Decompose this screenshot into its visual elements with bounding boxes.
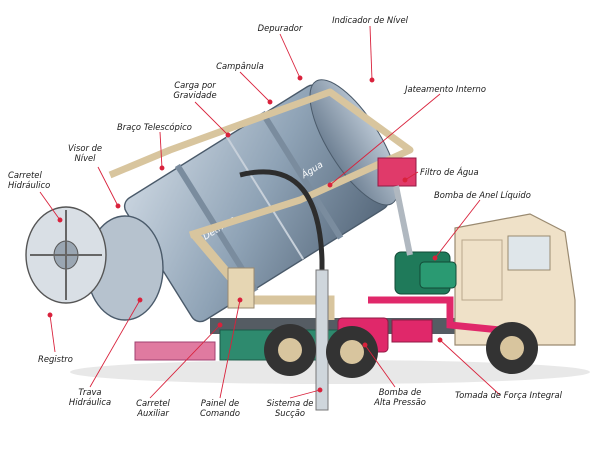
label-registro: Registro bbox=[38, 354, 73, 364]
label-carretel-hidraulico: Carretel Hidráulico bbox=[8, 170, 51, 190]
label-trava-hidraulica: Trava Hidráulica bbox=[68, 387, 112, 407]
label-carretel-auxiliar: Carretel Auxiliar bbox=[136, 398, 170, 418]
label-braco-telescopico: Braço Telescópico bbox=[117, 122, 192, 132]
leader-dot-bomba-anel bbox=[432, 255, 438, 261]
leader-line-tomada-forca bbox=[439, 339, 501, 396]
leader-line-visor-nivel bbox=[97, 166, 119, 207]
label-painel-comando: Painel de Comando bbox=[199, 398, 240, 418]
leader-dot-indicador-nivel bbox=[369, 77, 375, 83]
tank-ring-2 bbox=[259, 110, 344, 240]
suction-hose bbox=[239, 169, 325, 300]
label-carga-gravidade: Carga por Gravidade bbox=[173, 80, 217, 100]
leader-line-indicador-nivel bbox=[369, 25, 373, 81]
leader-line-depurador bbox=[279, 33, 301, 79]
leader-line-bomba-anel bbox=[434, 199, 481, 259]
leader-line-campanula bbox=[239, 71, 271, 103]
leader-line-filtro-agua bbox=[404, 171, 419, 181]
leader-dot-carretel-auxiliar bbox=[217, 322, 223, 328]
tank-group: Água Detritos bbox=[123, 79, 399, 323]
leader-dot-tomada-forca bbox=[437, 337, 443, 343]
water-filter bbox=[377, 157, 417, 187]
filter-tube bbox=[393, 185, 413, 256]
label-indicador-nivel: Indicador de Nível bbox=[332, 15, 408, 25]
leader-dot-visor-nivel bbox=[115, 203, 121, 209]
cab-door bbox=[461, 239, 503, 301]
suction-pipe bbox=[315, 269, 329, 411]
leader-line-painel-comando bbox=[219, 299, 241, 399]
leader-line-braco-telescopico bbox=[159, 131, 163, 169]
pto-pipe bbox=[368, 296, 501, 334]
pump-manifold bbox=[391, 319, 433, 343]
leader-dot-sistema-succao bbox=[317, 387, 323, 393]
leader-dot-braco-telescopico bbox=[159, 165, 165, 171]
wheel-front bbox=[486, 322, 538, 374]
leader-dot-carga-gravidade bbox=[225, 132, 231, 138]
leader-dot-bomba-alta bbox=[362, 342, 368, 348]
cab-window bbox=[507, 235, 551, 271]
leader-dot-filtro-agua bbox=[402, 177, 408, 183]
label-bomba-alta: Bomba de Alta Pressão bbox=[374, 387, 426, 407]
leader-line-sistema-succao bbox=[289, 389, 321, 399]
leader-line-trava-hidraulica bbox=[89, 299, 141, 388]
leader-line-jateamento-interno bbox=[329, 93, 441, 186]
leader-dot-painel-comando bbox=[237, 297, 243, 303]
label-jateamento-interno: Jateamento Interno bbox=[405, 84, 486, 94]
leader-line-carretel-hidraulico bbox=[39, 191, 61, 221]
wheel-rear-2 bbox=[326, 326, 378, 378]
label-filtro-agua: Filtro de Água bbox=[420, 167, 479, 177]
tank-divider bbox=[225, 136, 305, 260]
label-visor-nivel: Visor de Nível bbox=[67, 143, 103, 163]
leader-line-registro bbox=[49, 314, 56, 353]
label-tomada-forca: Tomada de Força Integral bbox=[455, 390, 562, 400]
label-campanula: Campânula bbox=[216, 61, 264, 71]
telescopic-arm bbox=[108, 88, 414, 239]
label-depurador: Depurador bbox=[257, 23, 303, 33]
label-bomba-anel: Bomba de Anel Líquido bbox=[434, 190, 531, 200]
label-sistema-succao: Sistema de Sucção bbox=[266, 398, 314, 418]
wheel-rear-1 bbox=[264, 324, 316, 376]
leader-dot-trava-hidraulica bbox=[137, 297, 143, 303]
leader-line-carretel-auxiliar bbox=[149, 324, 221, 399]
ground-shadow bbox=[70, 360, 590, 384]
hinge-frame bbox=[191, 232, 335, 320]
leader-line-carga-gravidade bbox=[194, 101, 229, 136]
leader-line-bomba-alta bbox=[364, 344, 396, 388]
leader-dot-registro bbox=[47, 312, 53, 318]
rear-bumper bbox=[134, 341, 216, 361]
leader-dot-carretel-hidraulico bbox=[57, 217, 63, 223]
leader-dot-jateamento-interno bbox=[327, 182, 333, 188]
leader-dot-campanula bbox=[267, 99, 273, 105]
pump-motor bbox=[419, 261, 457, 289]
leader-dot-depurador bbox=[297, 75, 303, 81]
